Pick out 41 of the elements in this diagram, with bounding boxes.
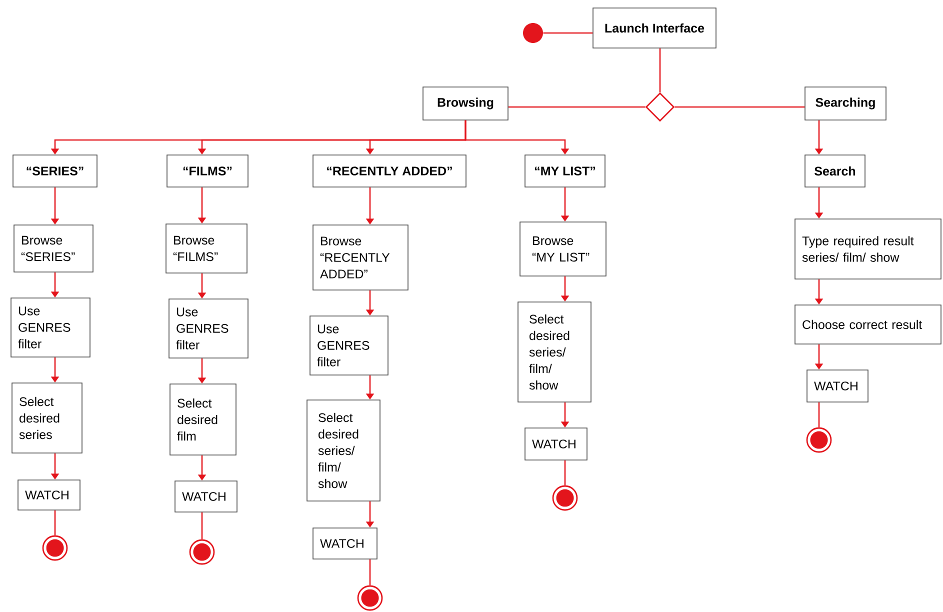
process-box: Choose correct result [794,304,942,344]
process-box: “FILMS” [166,154,248,188]
process-box: Select desired series/ film/ show [306,400,380,502]
end-node [42,535,68,561]
process-box: Browse “SERIES” [14,224,94,272]
connector-line [543,32,593,34]
process-box: Use GENRES filter [168,298,248,358]
connector-line [674,106,805,108]
connector-line [818,402,820,428]
process-box: Browse “FILMS” [166,224,248,274]
process-box: Use GENRES filter [10,298,90,358]
end-node [552,485,578,511]
connector-line [369,559,371,586]
process-box: “SERIES” [12,154,98,188]
process-box: WATCH [806,370,868,402]
connector-line [564,460,566,486]
process-box: WATCH [174,480,238,512]
end-node [357,585,383,611]
end-node [806,427,832,453]
process-box: “MY LIST” [524,154,606,188]
process-box: Search [804,154,866,188]
process-box: WATCH [18,480,80,510]
process-box: “RECENTLY ADDED” [312,154,466,188]
process-box: Launch Interface [592,8,716,48]
process-box: Type required result series/ film/ show [794,218,942,280]
process-box: Browsing [422,86,508,120]
connector-line [54,510,56,536]
process-box: Searching [804,86,886,120]
process-box: WATCH [312,528,378,560]
connector-line [659,48,661,92]
process-box: Select desired series/ film/ show [518,302,592,402]
process-box: Select desired series [12,382,82,454]
process-box: Browse “MY LIST” [520,222,606,276]
end-node [189,539,215,565]
process-box: Browse “RECENTLY ADDED” [312,224,408,290]
start-node [523,23,543,43]
connector-line [508,106,646,108]
process-box: WATCH [524,428,588,460]
process-box: Select desired film [170,384,236,456]
connector-line [201,512,203,540]
process-box: Use GENRES filter [310,316,388,376]
